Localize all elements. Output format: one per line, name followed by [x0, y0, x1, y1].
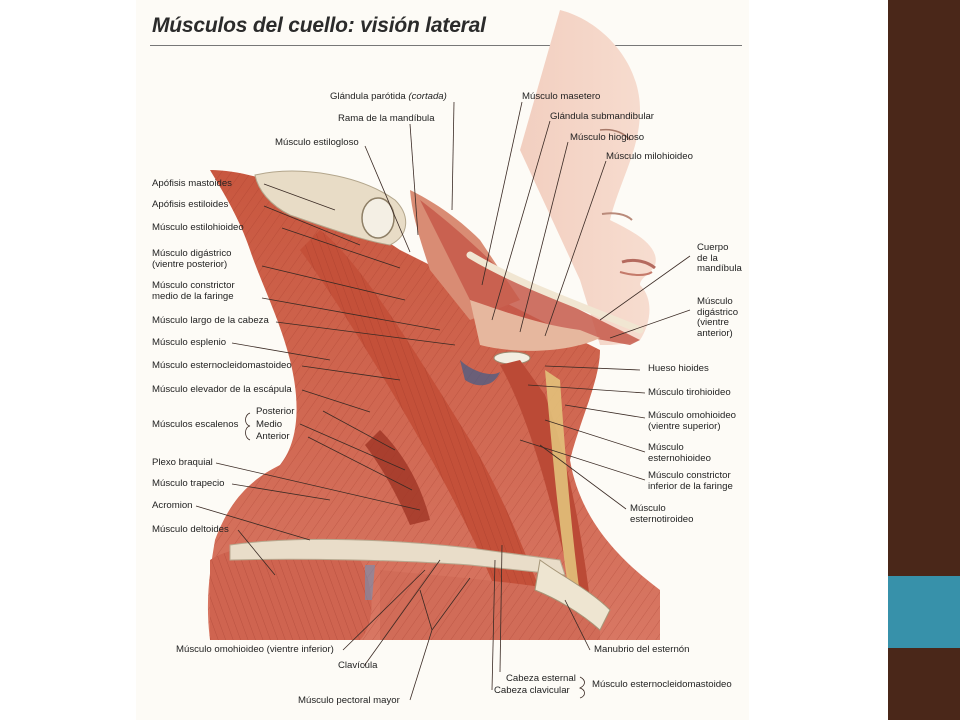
- label-trapecio: Músculo trapecio: [152, 478, 225, 489]
- label-line: (vientre superior): [648, 420, 721, 432]
- label-hiogloso: Músculo hiogloso: [570, 132, 645, 143]
- label-line: (vientre posterior): [152, 258, 228, 270]
- label-line: medio de la faringe: [152, 290, 234, 302]
- label-text: Glándula parótida: [330, 91, 406, 102]
- label-omohioideo-superior: Músculo omohioideo(vientre superior): [648, 410, 736, 432]
- label-line: esternohioideo: [648, 452, 711, 464]
- label-omohioideo-inferior: Músculo omohioideo (vientre inferior): [176, 644, 334, 655]
- label-apofisis-mastoides: Apófisis mastoides: [152, 178, 232, 189]
- label-masetero: Músculo masetero: [522, 91, 601, 102]
- label-clavicula: Clavícula: [338, 660, 378, 671]
- label-line: de la: [697, 252, 718, 264]
- label-line: anterior): [697, 327, 733, 339]
- label-esplenio: Músculo esplenio: [152, 337, 227, 348]
- label-deltoides: Músculo deltoides: [152, 524, 229, 535]
- label-leader-lines: [195, 101, 691, 701]
- page-title: Músculos del cuello: visión lateral: [152, 14, 486, 37]
- label-digastrico-posterior: Músculo digástrico(vientre posterior): [152, 248, 232, 270]
- label-plexo-braquial: Plexo braquial: [152, 457, 213, 468]
- label-manubrio-esternon: Manubrio del esternón: [594, 644, 690, 655]
- neck-and-shoulder-muscles: [207, 170, 660, 640]
- label-line: mandíbula: [697, 263, 742, 274]
- label-cabeza-esternal: Cabeza esternal: [506, 673, 576, 684]
- label-line: Músculo constrictor: [152, 280, 235, 291]
- label-estilohioideo: Músculo estilohioideo: [152, 222, 244, 233]
- label-line: Músculo: [630, 503, 666, 514]
- label-line: Músculo constrictor: [648, 470, 731, 481]
- label-note: (cortada): [408, 91, 447, 102]
- label-line: Músculo: [697, 296, 733, 307]
- label-line: digástrico: [697, 306, 739, 318]
- decorative-bar-accent: [888, 576, 960, 648]
- label-ecm-bottom: Músculo esternocleidomastoideo: [592, 679, 732, 690]
- label-tirohioideo: Músculo tirohioideo: [648, 387, 731, 398]
- label-glandula-submandibular: Glándula submandibular: [550, 111, 654, 122]
- label-rama-mandibula: Rama de la mandíbula: [338, 113, 435, 124]
- label-apofisis-estiloides: Apófisis estiloides: [152, 199, 229, 210]
- label-line: esternotiroideo: [630, 513, 694, 525]
- label-estilogloso: Músculo estilogloso: [275, 137, 359, 148]
- label-cabeza-clavicular: Cabeza clavicular: [494, 685, 570, 696]
- label-escaleno-posterior: Posterior: [256, 406, 295, 417]
- label-largo-cabeza: Músculo largo de la cabeza: [152, 315, 269, 326]
- label-line: Músculo: [648, 442, 684, 453]
- label-escalenos: Músculos escalenos: [152, 419, 239, 430]
- title-rule: [150, 45, 742, 46]
- label-line: inferior de la faringe: [648, 480, 733, 492]
- label-hueso-hioides: Hueso hioides: [648, 363, 709, 374]
- label-pectoral-mayor: Músculo pectoral mayor: [298, 695, 400, 706]
- label-elevador-escapula: Músculo elevador de la escápula: [152, 384, 292, 395]
- decorative-bar-bottom: [888, 648, 960, 720]
- label-acromion: Acromion: [152, 500, 193, 511]
- decorative-bar-top: [888, 0, 960, 576]
- label-line: Cuerpo: [697, 242, 729, 253]
- label-line: Músculo omohioideo: [648, 410, 736, 421]
- label-escaleno-anterior: Anterior: [256, 431, 290, 442]
- label-glandula-parotida: Glándula parótida (cortada): [330, 91, 447, 103]
- label-milohioideo: Músculo milohioideo: [606, 151, 693, 162]
- label-escaleno-medio: Medio: [256, 419, 283, 430]
- label-esternocleidomastoideo: Músculo esternocleidomastoideo: [152, 360, 292, 371]
- label-line: (vientre: [697, 317, 729, 328]
- label-line: Músculo digástrico: [152, 248, 232, 259]
- face-skin: [520, 10, 656, 345]
